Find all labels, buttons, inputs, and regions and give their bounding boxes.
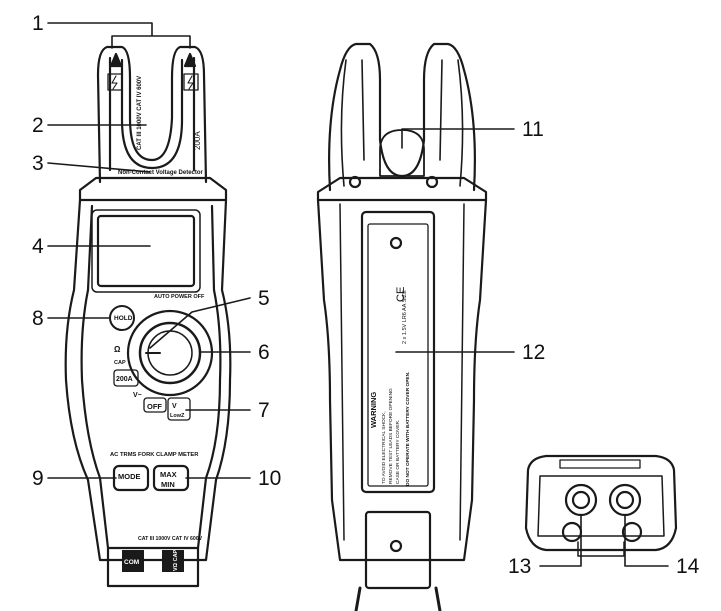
dial-cap-label: CAP	[114, 360, 126, 366]
model-label: AC TRMS FORK CLAMP METER	[110, 452, 199, 458]
callout-8: 8	[32, 307, 44, 330]
back-lower-block	[364, 510, 432, 590]
terminal-v-ring	[608, 483, 642, 517]
rotary-dial-knob[interactable]	[138, 321, 202, 385]
dial-lowz-label: LowZ	[170, 413, 185, 419]
input-terminals	[106, 546, 200, 588]
test-lead-cables	[354, 586, 442, 611]
callout-13: 13	[508, 555, 532, 578]
lcd-display	[96, 214, 196, 288]
warning-line-3: CASE OR BATTERY COVER.	[395, 420, 401, 484]
jaw-tip-left-icon	[109, 52, 123, 68]
cat-label: CAT III 1000V CAT IV 600V	[138, 536, 203, 542]
cover-screw-bottom-icon	[389, 539, 403, 553]
bottom-view	[524, 454, 678, 557]
back-view	[316, 42, 488, 611]
callout-12: 12	[522, 341, 546, 364]
dial-lowz-label-box	[167, 397, 191, 421]
terminal-com-small-icon	[561, 521, 583, 543]
dial-lowz-v-label: V	[172, 403, 177, 410]
fork-jaw-left	[96, 45, 208, 184]
callout-3: 3	[32, 152, 44, 175]
leader-14	[624, 515, 669, 567]
leader-1	[47, 22, 191, 49]
terminal-v-small-icon	[621, 521, 643, 543]
battery-text: 2 x 1.5V LR6 AA SIZE	[402, 290, 408, 344]
fork-jaw-inner	[108, 56, 196, 172]
auto-off-label: AUTO POWER OFF	[154, 294, 205, 300]
leader-3	[47, 162, 151, 173]
jaw-tip-right-icon	[183, 52, 197, 68]
callout-11: 11	[522, 118, 544, 141]
hazard-right-icon	[183, 73, 199, 91]
com-label: COM	[124, 559, 139, 566]
head-shoulder	[78, 176, 228, 202]
cover-screw-top-icon	[389, 236, 403, 250]
back-body	[316, 198, 488, 562]
dial-off-label-box	[143, 397, 167, 413]
hold-label: HOLD	[114, 315, 133, 322]
mode-label: MODE	[118, 472, 141, 481]
leader-lines	[47, 22, 669, 567]
warning-line-4: DO NOT OPERATE WITH BATTERY COVER OPEN.	[405, 372, 411, 486]
dial-ohm-label: Ω	[114, 345, 121, 354]
bottom-housing	[524, 454, 678, 552]
input-label: VΩ CAP	[173, 549, 179, 571]
leader-13	[539, 515, 582, 567]
input-terminal	[162, 550, 184, 572]
callout-1: 1	[32, 12, 44, 35]
callout-4: 4	[32, 235, 44, 258]
ce-mark: CE	[395, 287, 407, 302]
dial-200a-label-box	[113, 369, 139, 387]
ncv-label: Non-Contact Voltage Detector	[118, 170, 204, 176]
maxmin-top-label: MAX	[160, 470, 177, 479]
callout-2: 2	[32, 114, 44, 137]
com-terminal	[122, 550, 144, 572]
callout-5: 5	[258, 287, 270, 310]
hazard-left-icon	[107, 73, 123, 91]
maxmin-bottom-label: MIN	[161, 480, 175, 489]
jaw-rating-label: 200A	[193, 131, 202, 150]
warning-line-2: REMOVE TEST LEADS BEFORE OPENING	[388, 388, 394, 484]
callout-10: 10	[258, 467, 282, 490]
back-fork-jaws	[328, 42, 476, 192]
dial-200a-label: 200A	[116, 376, 133, 383]
dial-off-label: OFF	[147, 402, 162, 411]
front-view	[64, 45, 232, 588]
callout-6: 6	[258, 341, 270, 364]
callout-9: 9	[32, 467, 44, 490]
dial-vac-label: V~	[133, 392, 142, 399]
jaw-sensor	[379, 129, 425, 177]
jaw-cat-label: CAT III 1000V CAT IV 600V	[137, 76, 143, 150]
leader-11	[401, 128, 515, 149]
leader-5	[149, 297, 251, 349]
terminal-com-ring	[564, 483, 598, 517]
callout-7: 7	[258, 399, 270, 422]
callout-14: 14	[676, 555, 700, 578]
warning-line-1: TO AVOID ELECTRICAL SHOCK,	[381, 411, 387, 484]
warning-title: WARNING	[369, 392, 378, 428]
rotary-dial-ring	[126, 309, 214, 397]
